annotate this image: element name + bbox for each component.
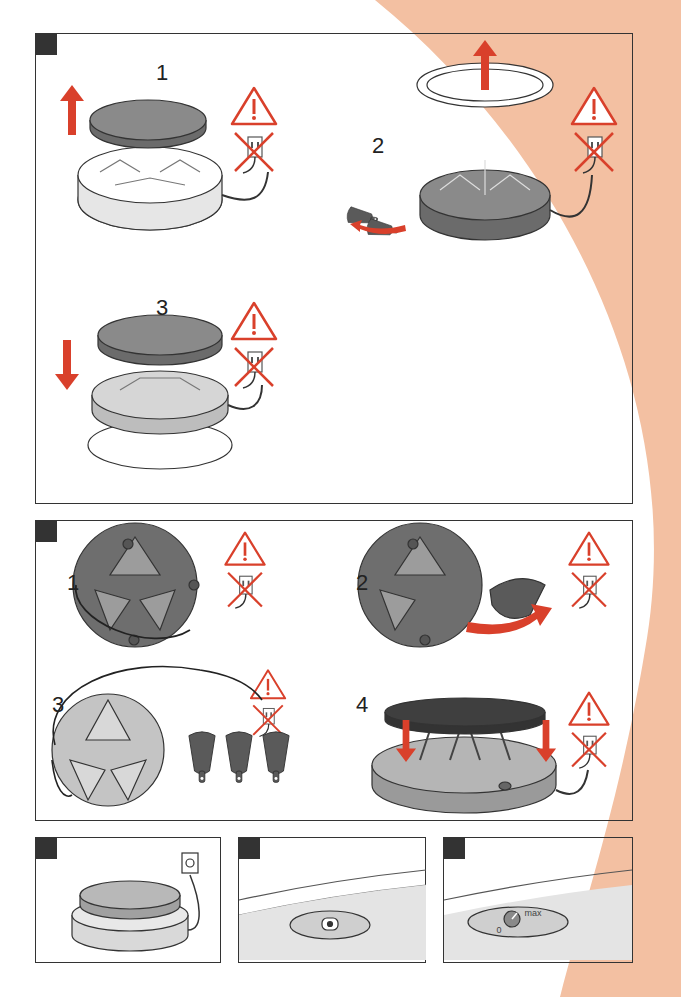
panel-marker [35, 33, 465, 859]
appliance-illustration [98, 315, 222, 355]
step-number: 3 [156, 297, 168, 319]
panel-marker [443, 837, 465, 859]
appliance-illustration [440, 160, 530, 195]
dial-marking: max [524, 909, 541, 918]
step-number: 1 [67, 572, 79, 594]
appliance-illustration [76, 585, 190, 638]
appliance-illustration [182, 853, 198, 873]
step-number: 3 [52, 694, 64, 716]
appliance-illustration [550, 175, 592, 217]
appliance-illustration [444, 885, 632, 960]
step-number: 2 [356, 572, 368, 594]
appliance-illustration [186, 859, 194, 867]
appliance-illustration [78, 147, 222, 203]
warning-symbol [572, 88, 616, 173]
panel-frame [36, 521, 633, 821]
panel-frame [444, 838, 633, 963]
appliance-illustration [52, 63, 632, 960]
panel-frame [239, 838, 426, 963]
warning-symbol [232, 303, 276, 388]
appliance-illustration [512, 913, 517, 919]
direction-arrow [350, 220, 406, 234]
appliance-illustration [95, 537, 175, 630]
appliance-illustration [322, 918, 338, 930]
appliance-illustration [73, 523, 197, 647]
step-number: 2 [372, 135, 384, 157]
appliance-illustration [100, 160, 200, 185]
background-shape [375, 0, 681, 997]
appliance-illustration [228, 385, 262, 409]
appliance-illustration [222, 172, 268, 200]
pan-illustration [189, 732, 215, 782]
step-number: 1 [156, 62, 168, 84]
appliance-illustration [408, 539, 418, 549]
appliance-illustration [328, 922, 333, 927]
appliance-illustration [52, 694, 164, 806]
warning-symbol [232, 88, 276, 173]
appliance-illustration [380, 537, 445, 630]
direction-arrow [55, 340, 79, 390]
panel-frame [36, 838, 221, 963]
appliance-illustration [92, 371, 228, 419]
direction-arrow [473, 40, 497, 90]
direction-arrow [60, 85, 84, 135]
warning-symbol [225, 88, 616, 768]
appliance-illustration [52, 760, 72, 796]
panel-marker [238, 837, 260, 859]
pan-illustration [263, 732, 289, 782]
direction-arrow [55, 40, 556, 762]
appliance-illustration [358, 523, 482, 647]
appliance-illustration [123, 539, 133, 549]
appliance-illustration [290, 911, 370, 939]
appliance-illustration [189, 580, 199, 590]
appliance-illustration [120, 378, 200, 390]
dial-marking: 0 [496, 926, 501, 935]
warning-symbol [569, 533, 608, 609]
appliance-illustration [468, 907, 568, 937]
appliance-illustration [372, 737, 556, 793]
panel-marker [35, 837, 57, 859]
appliance-illustration [239, 885, 426, 960]
appliance-illustration [70, 700, 146, 800]
appliance-illustration [90, 100, 206, 140]
appliance-illustration [499, 782, 511, 790]
panel-frame [36, 34, 633, 504]
panel-marker [35, 33, 57, 55]
direction-arrow [536, 720, 556, 762]
appliance-illustration [420, 635, 430, 645]
appliance-illustration [556, 770, 588, 794]
appliance-illustration [504, 911, 520, 927]
pan-illustration [226, 732, 252, 782]
step-number: 4 [356, 694, 368, 716]
panel-marker [35, 520, 57, 542]
warning-symbol [225, 533, 264, 609]
pan-illustration [189, 206, 399, 782]
direction-arrow [396, 720, 416, 762]
appliance-illustration [80, 881, 180, 909]
warning-symbol [569, 693, 608, 769]
panel-frame [36, 34, 633, 963]
warning-symbol [251, 670, 285, 736]
background-shape [375, 0, 681, 997]
appliance-illustration [188, 875, 199, 930]
direction-arrow [466, 604, 552, 634]
